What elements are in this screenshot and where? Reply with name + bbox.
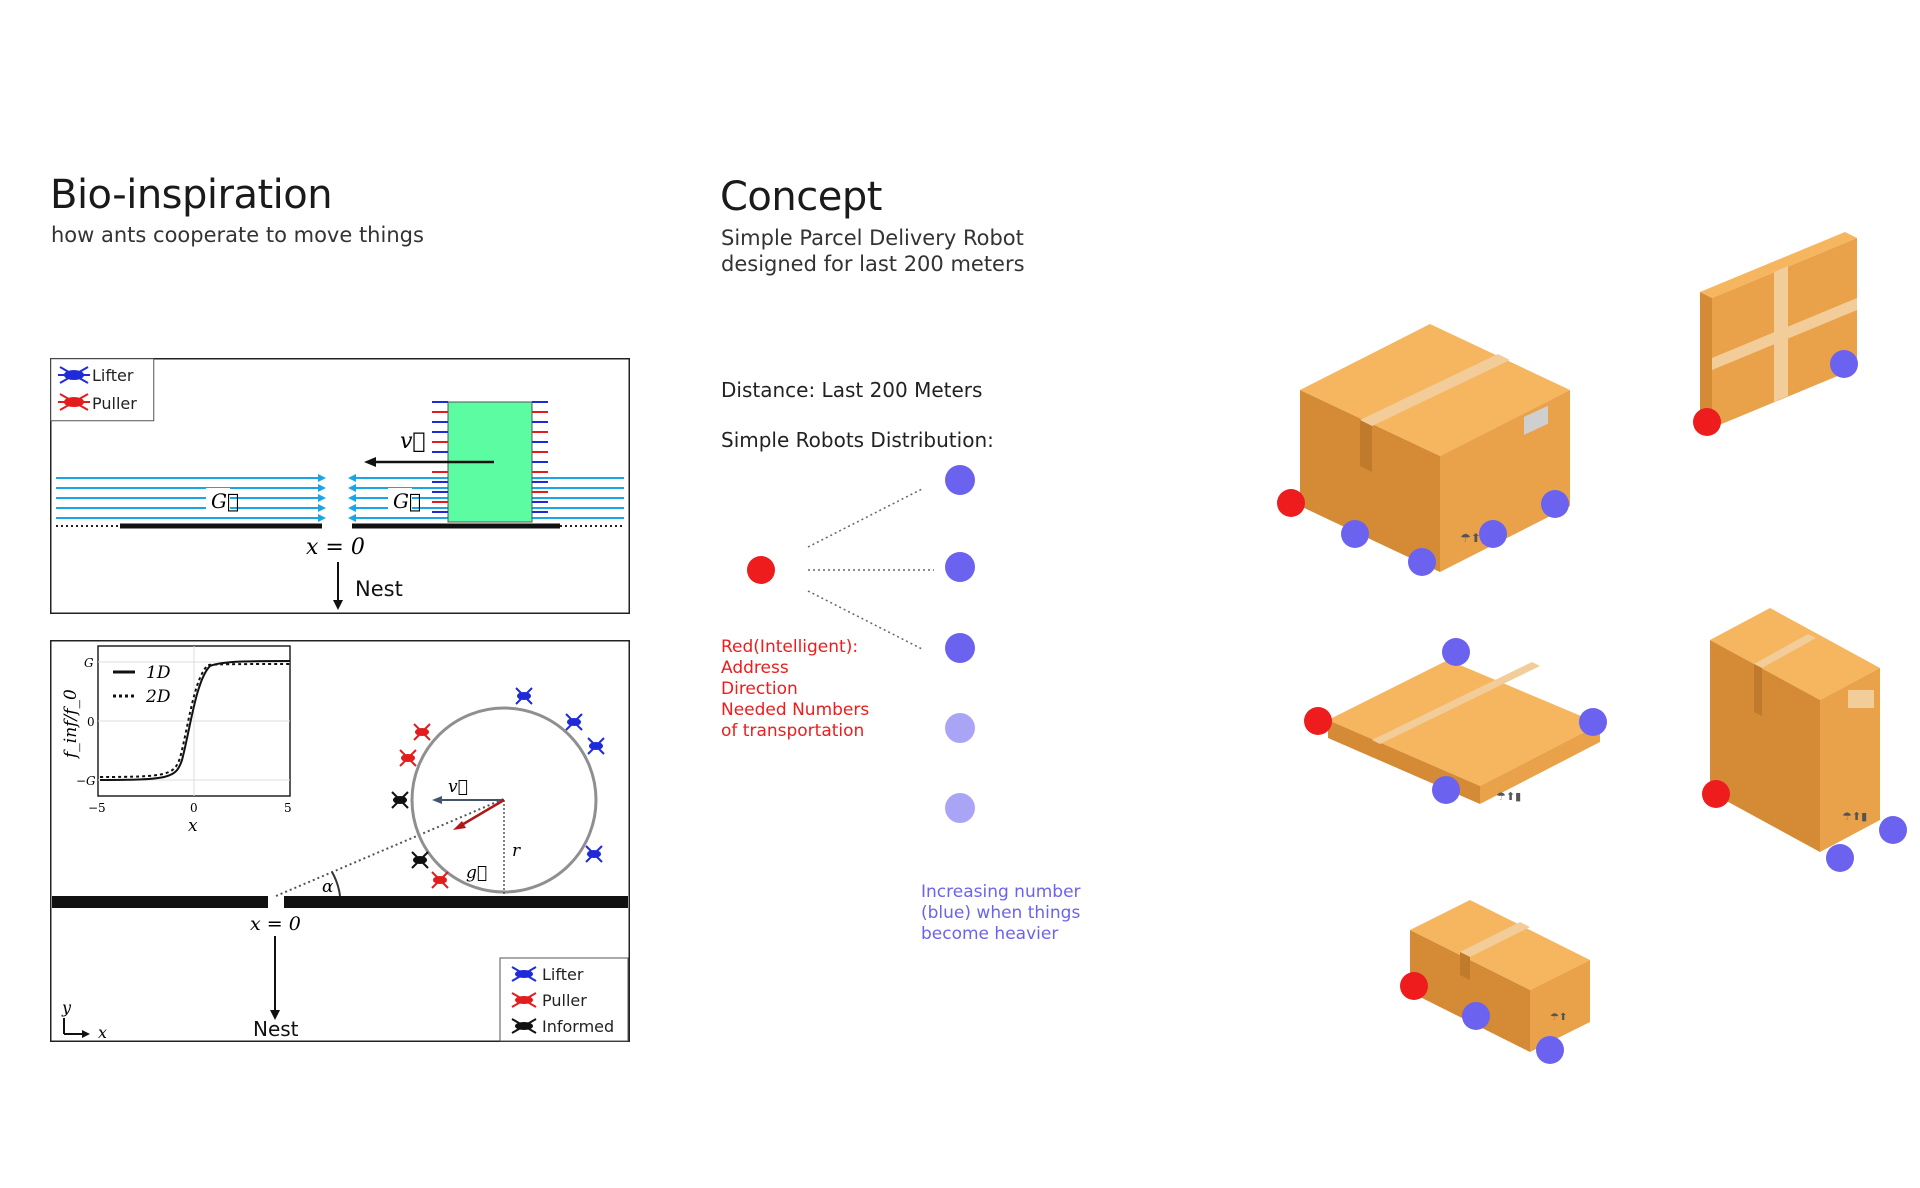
ant-field-diagram: Lifter Puller G⃗ G⃗ v⃗ x =: [50, 358, 630, 614]
ant-ring-diagram: 1D 2D G 0 −G −5 0 5 x f_inf/f_0 α r v⃗ g…: [50, 640, 630, 1042]
small-red-robot: [1400, 972, 1428, 1000]
ants-right-side: [532, 401, 548, 513]
svg-text:☂⬆▮: ☂⬆▮: [1496, 790, 1521, 803]
x0-label: x = 0: [306, 535, 365, 560]
inset-xtick-left: −5: [88, 801, 106, 815]
upright-blue-robot: [1830, 350, 1858, 378]
inset-ytick-top: G: [84, 656, 94, 670]
red-note: Red(Intelligent): Address Direction Need…: [721, 637, 869, 742]
cube-blue-robot-4: [1541, 490, 1569, 518]
inset-ylabel: f_inf/f_0: [61, 689, 81, 760]
concept-subtitle-1: Simple Parcel Delivery Robot: [721, 226, 1024, 250]
legend-puller: Puller: [92, 394, 137, 413]
blue-note-line-3: become heavier: [921, 924, 1059, 944]
lifter-ant-icon: [58, 366, 90, 384]
tall-red-robot: [1702, 780, 1730, 808]
inset-xtick-mid: 0: [190, 801, 198, 815]
distance-text: Distance: Last 200 Meters: [721, 378, 983, 402]
ring-velocity-label: v⃗: [448, 777, 468, 797]
blue-note-line-1: Increasing number: [921, 882, 1081, 902]
svg-text:☂⬆▮: ☂⬆▮: [1842, 810, 1867, 823]
alpha-label: α: [322, 877, 334, 897]
inset-xtick-right: 5: [284, 801, 292, 815]
blue-robot-dot-2: [945, 552, 975, 582]
ring-ants: [391, 687, 605, 889]
legend2-lifter: Lifter: [542, 965, 584, 984]
blue-robot-dot-5: [945, 793, 975, 823]
distribution-text: Simple Robots Distribution:: [721, 428, 994, 452]
inset-ytick-bottom: −G: [76, 774, 96, 788]
legend-lifter: Lifter: [92, 366, 134, 385]
inset-xlabel: x: [188, 816, 198, 836]
red-note-line-2: Address: [721, 658, 789, 678]
svg-text:☂⬆: ☂⬆: [1550, 1012, 1567, 1023]
g-field-label-left: G⃗: [211, 489, 239, 513]
axis-y-label: y: [61, 998, 72, 1017]
velocity-label: v⃗: [400, 429, 426, 454]
inset-legend-2d: 2D: [145, 687, 171, 707]
g-field-label-right: G⃗: [393, 489, 421, 513]
parcels-illustration: ☂⬆▮ ☂⬆▮ ☂⬆▮: [1277, 232, 1907, 1064]
inset-legend-1d: 1D: [146, 663, 171, 683]
tall-blue-robot-1: [1879, 816, 1907, 844]
blue-robot-dot-1: [945, 465, 975, 495]
nest-label-2: Nest: [253, 1017, 299, 1041]
upright-red-robot: [1693, 408, 1721, 436]
robot-distribution-diagram: [747, 465, 975, 823]
tray-blue-robot-2: [1579, 708, 1607, 736]
parcel-tall: ☂⬆▮: [1710, 608, 1880, 852]
x0-label-2: x = 0: [250, 913, 301, 935]
red-note-line-4: Needed Numbers: [721, 700, 870, 720]
small-blue-robot-2: [1536, 1036, 1564, 1064]
small-blue-robot-1: [1462, 1002, 1490, 1030]
tray-red-robot: [1304, 707, 1332, 735]
cube-blue-robot-1: [1341, 520, 1369, 548]
cube-blue-robot-3: [1479, 520, 1507, 548]
radius-label: r: [512, 841, 521, 861]
parcel-flat-upright: [1700, 232, 1857, 428]
bio-subtitle: how ants cooperate to move things: [51, 223, 424, 247]
nest-label: Nest: [355, 577, 403, 601]
red-note-line-1: Red(Intelligent):: [721, 637, 859, 657]
puller-ant-icon: [58, 393, 90, 411]
legend2-informed: Informed: [542, 1017, 614, 1036]
ring-g-label: g⃗: [466, 863, 487, 883]
blue-note: Increasing number (blue) when things bec…: [921, 882, 1081, 945]
tray-blue-robot-1: [1442, 638, 1470, 666]
parcel-cube: ☂⬆▮: [1300, 324, 1570, 572]
legend2-puller: Puller: [542, 991, 587, 1010]
axis-x-label: x: [98, 1023, 107, 1042]
parcel-flat-tray: ☂⬆▮: [1328, 660, 1600, 804]
inset-plot: 1D 2D G 0 −G −5 0 5 x f_inf/f_0: [61, 645, 292, 836]
tall-blue-robot-2: [1826, 844, 1854, 872]
red-robot-dot: [747, 556, 775, 584]
bio-title: Bio-inspiration: [50, 172, 333, 218]
red-note-line-5: of transportation: [721, 721, 865, 741]
blue-robot-dot-4: [945, 713, 975, 743]
cube-blue-robot-2: [1408, 548, 1436, 576]
blue-note-line-2: (blue) when things: [921, 903, 1081, 923]
blue-robot-dot-3: [945, 633, 975, 663]
tray-blue-robot-3: [1432, 776, 1460, 804]
concept-subtitle-2: designed for last 200 meters: [721, 252, 1025, 276]
red-note-line-3: Direction: [721, 679, 798, 699]
cube-red-robot: [1277, 489, 1305, 517]
concept-title: Concept: [720, 174, 882, 220]
inset-ytick-zero: 0: [87, 715, 95, 729]
parcel-small: ☂⬆: [1410, 900, 1590, 1052]
